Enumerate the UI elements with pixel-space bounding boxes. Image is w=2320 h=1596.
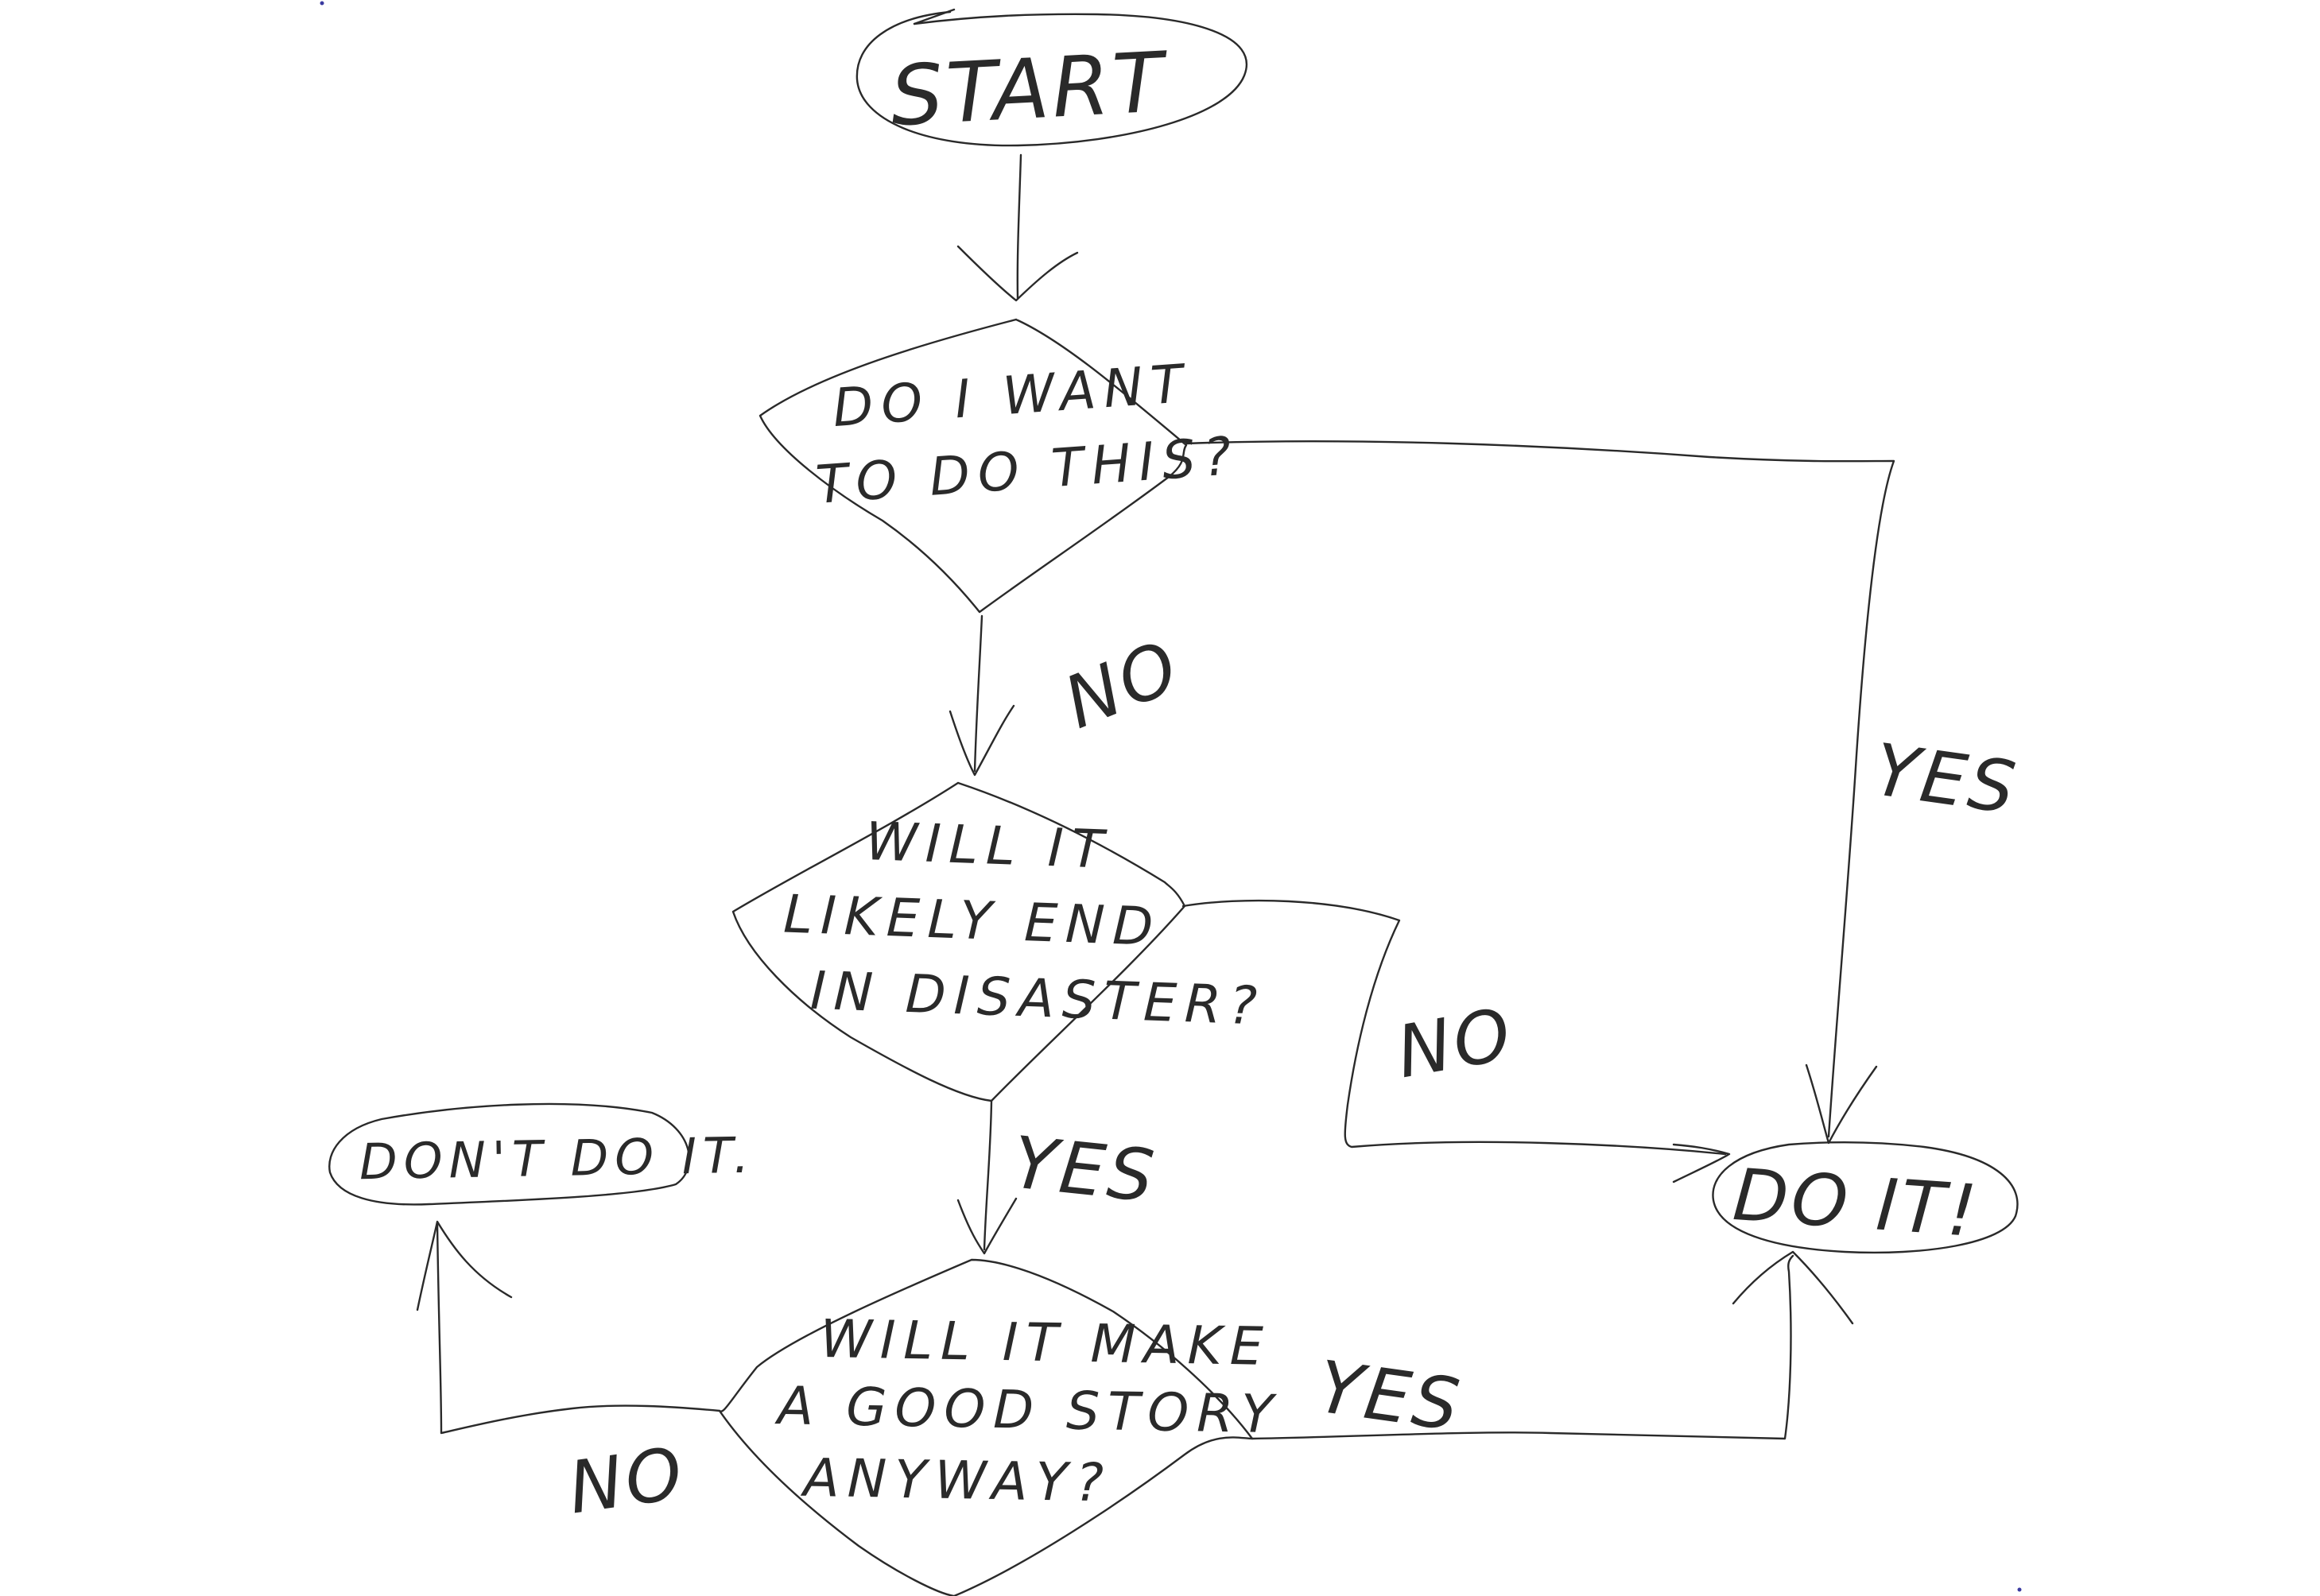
do-it-node: DO IT!: [1712, 1141, 2019, 1254]
svg-text:WILL IT LIKELY END: WILL IT LIKELY END IN DISASTER?: [780, 808, 1271, 1037]
q1-line-1: DO I WANT: [831, 353, 1193, 439]
q1-diamond: [758, 318, 1188, 614]
start-oval-tail: [913, 8, 956, 25]
edge-q1-no: NO: [949, 614, 1193, 777]
q3-yes-label: YES: [1313, 1346, 1467, 1448]
q3-line-3: ANYWAY?: [800, 1447, 1112, 1514]
dont-do-it-node: DON'T DO IT.: [328, 1102, 756, 1206]
q1-decision: DO I WANT TO DO THIS?: [758, 318, 1241, 614]
start-label: START: [888, 33, 1171, 145]
q1-no-label: NO: [1053, 625, 1193, 746]
q3-line-2: A GOOD STORY: [774, 1375, 1282, 1445]
q2-yes-label: YES: [1009, 1121, 1161, 1218]
svg-text:DO I WANT TO DO THIS?: DO I WANT TO DO THIS?: [809, 350, 1241, 516]
q1-yes-label: YES: [1869, 728, 2023, 831]
q2-no-label: NO: [1391, 992, 1519, 1094]
edge-q1-yes: YES: [1185, 440, 2023, 1145]
doit-label: DO IT!: [1730, 1153, 1982, 1253]
stray-dot: [2017, 1587, 2022, 1592]
edge-q2-no: NO: [1181, 899, 1731, 1183]
q2-line-2: LIKELY END: [782, 884, 1162, 959]
stray-dot: [320, 1, 324, 6]
start-node: START: [855, 8, 1248, 147]
arrow-start-to-q1: [956, 153, 1079, 302]
edge-q2-yes: YES: [956, 1099, 1161, 1255]
q2-line-1: WILL IT: [864, 811, 1112, 881]
q2-line-3: IN DISASTER?: [809, 960, 1266, 1037]
svg-text:WILL IT MAKE A GOOD STOR: WILL IT MAKE A GOOD STORY ANYWAY?: [773, 1307, 1308, 1517]
q2-decision: WILL IT LIKELY END IN DISASTER?: [731, 781, 1271, 1102]
q3-no-label: NO: [564, 1431, 690, 1530]
q3-decision: WILL IT MAKE A GOOD STORY ANYWAY?: [718, 1258, 1308, 1596]
q2-diamond: [731, 781, 1186, 1102]
edge-q3-yes: YES: [1251, 1250, 1854, 1448]
doit-oval: [1712, 1141, 2019, 1254]
dont-label: DON'T DO IT.: [359, 1126, 756, 1191]
dont-oval: [328, 1102, 690, 1206]
q3-diamond: [718, 1258, 1254, 1596]
start-oval: [855, 10, 1248, 147]
q1-line-2: TO DO THIS?: [814, 425, 1241, 516]
edge-q3-no: NO: [416, 1220, 721, 1530]
q3-line-1: WILL IT MAKE: [820, 1308, 1271, 1377]
